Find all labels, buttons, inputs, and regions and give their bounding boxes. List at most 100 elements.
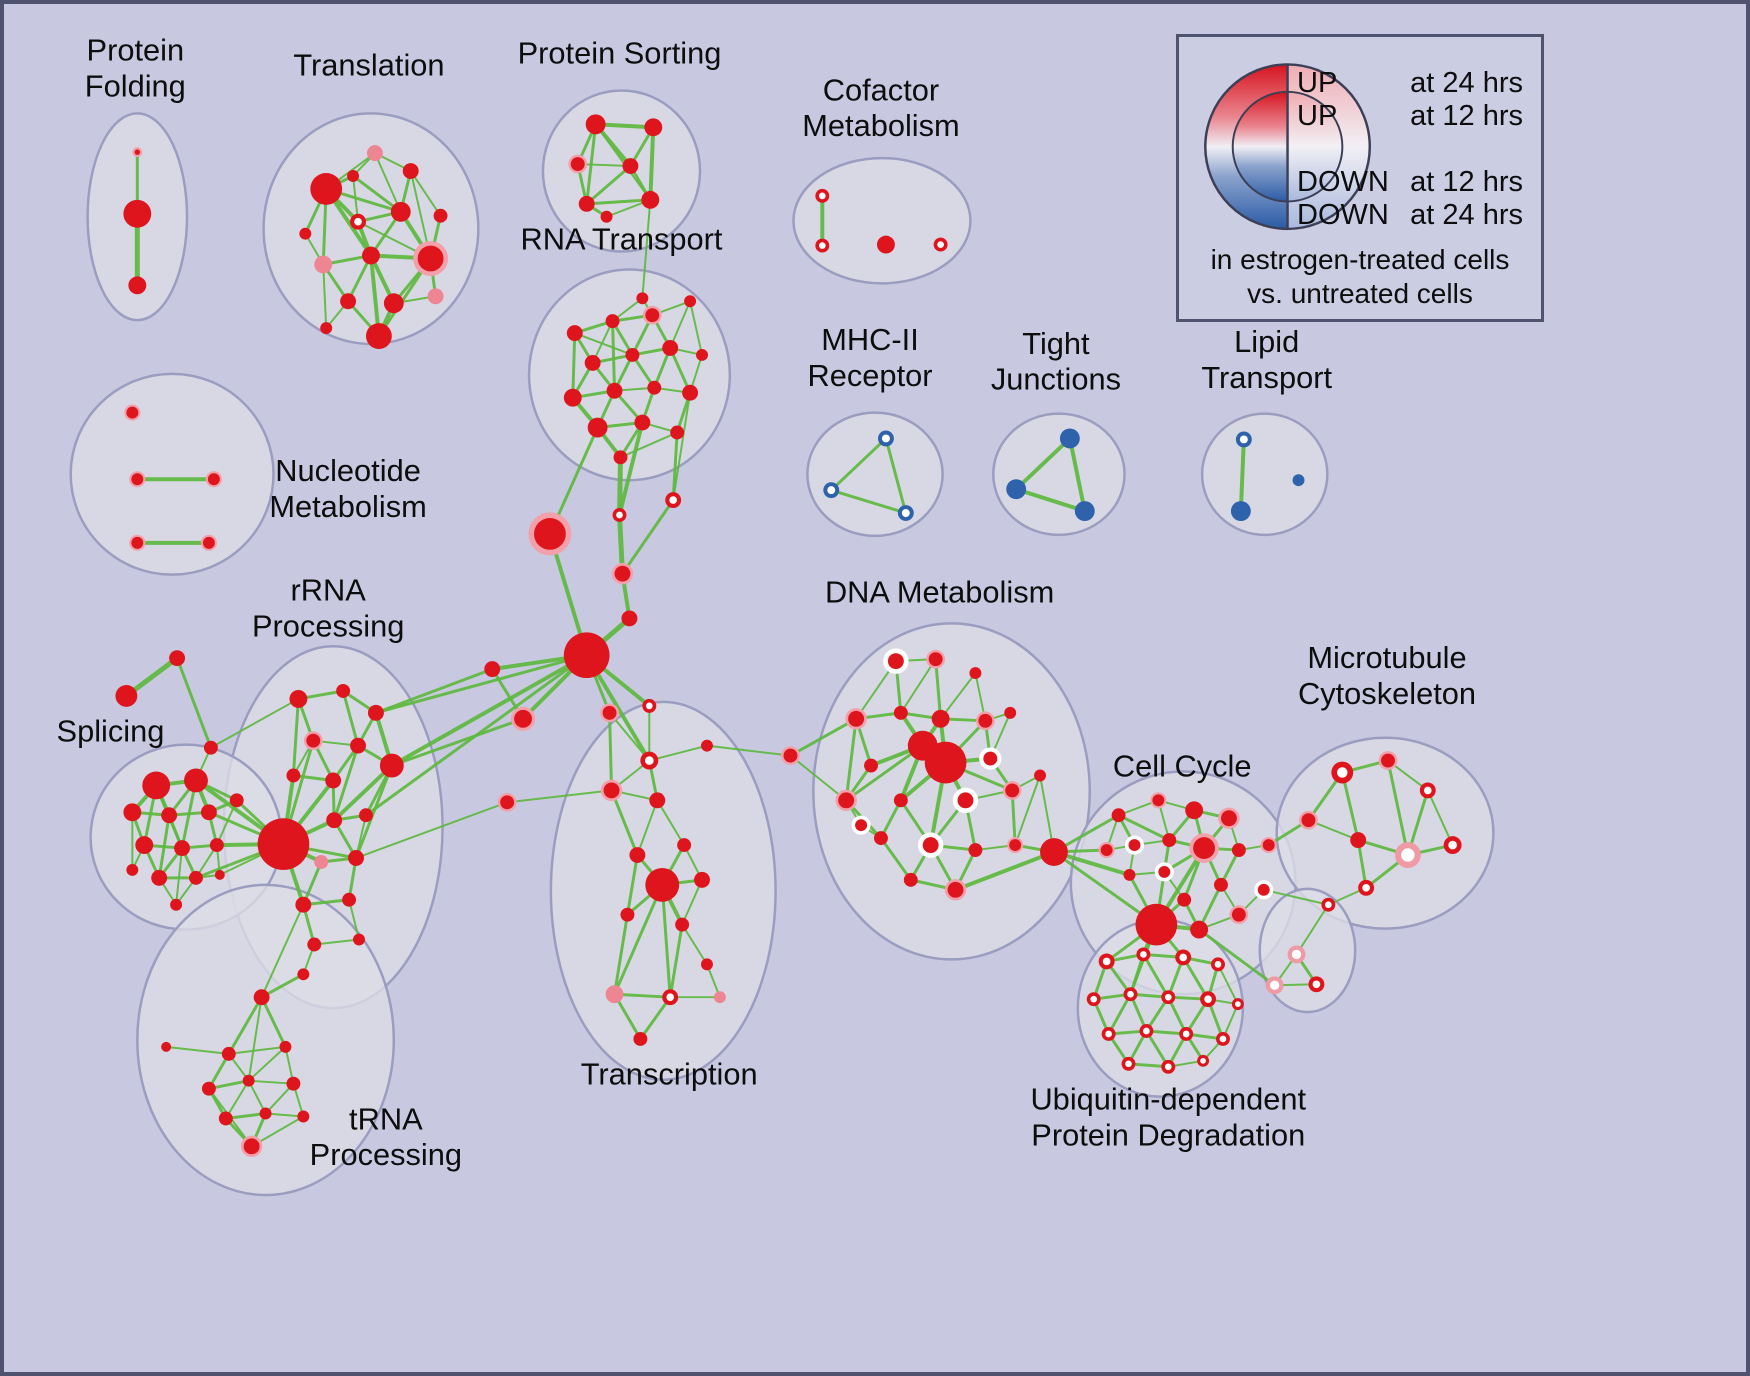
- network-node[interactable]: [218, 1111, 233, 1126]
- network-node[interactable]: [314, 855, 329, 869]
- network-node[interactable]: [289, 689, 308, 708]
- network-node[interactable]: [1381, 753, 1395, 768]
- network-node[interactable]: [299, 227, 312, 240]
- network-node[interactable]: [366, 145, 383, 162]
- network-node[interactable]: [1059, 428, 1080, 449]
- network-node[interactable]: [200, 804, 217, 821]
- network-node[interactable]: [621, 610, 638, 627]
- network-node[interactable]: [625, 347, 640, 362]
- network-node[interactable]: [189, 870, 203, 885]
- network-node[interactable]: [613, 450, 628, 465]
- network-node[interactable]: [126, 863, 139, 876]
- network-node[interactable]: [131, 473, 144, 486]
- network-node[interactable]: [566, 325, 583, 342]
- network-node[interactable]: [670, 425, 685, 440]
- network-node[interactable]: [170, 898, 183, 911]
- network-node[interactable]: [310, 173, 343, 205]
- network-node[interactable]: [893, 705, 908, 720]
- network-node[interactable]: [286, 768, 301, 783]
- network-node[interactable]: [855, 819, 868, 832]
- network-node[interactable]: [427, 288, 444, 305]
- network-node[interactable]: [379, 753, 404, 778]
- network-node[interactable]: [174, 840, 191, 857]
- network-node[interactable]: [207, 473, 220, 486]
- network-node[interactable]: [587, 417, 608, 438]
- network-node[interactable]: [677, 838, 692, 853]
- network-node[interactable]: [203, 740, 218, 755]
- network-node[interactable]: [1220, 810, 1237, 827]
- network-node[interactable]: [893, 793, 908, 808]
- network-node[interactable]: [353, 933, 365, 946]
- network-node[interactable]: [614, 565, 631, 582]
- network-node[interactable]: [578, 195, 595, 212]
- network-node[interactable]: [201, 1081, 216, 1096]
- network-node[interactable]: [585, 114, 606, 135]
- network-node[interactable]: [1193, 837, 1216, 859]
- network-node[interactable]: [694, 871, 710, 888]
- network-node[interactable]: [1350, 832, 1367, 849]
- network-node[interactable]: [931, 709, 950, 728]
- network-node[interactable]: [563, 388, 582, 407]
- network-node[interactable]: [115, 685, 138, 707]
- network-node[interactable]: [1135, 903, 1178, 946]
- network-node[interactable]: [417, 245, 444, 272]
- network-node[interactable]: [126, 406, 139, 419]
- network-node[interactable]: [662, 340, 679, 356]
- network-node[interactable]: [645, 308, 660, 323]
- network-node[interactable]: [484, 661, 501, 678]
- network-node[interactable]: [257, 818, 310, 870]
- network-node[interactable]: [602, 705, 617, 720]
- network-node[interactable]: [336, 684, 351, 698]
- network-node[interactable]: [514, 709, 533, 728]
- network-node[interactable]: [629, 847, 646, 863]
- network-node[interactable]: [347, 170, 360, 182]
- network-node[interactable]: [1123, 868, 1136, 881]
- network-node[interactable]: [340, 293, 357, 310]
- network-node[interactable]: [622, 158, 639, 175]
- network-node[interactable]: [876, 235, 895, 254]
- network-node[interactable]: [620, 907, 635, 922]
- network-node[interactable]: [320, 322, 333, 335]
- network-node[interactable]: [151, 869, 168, 886]
- network-node[interactable]: [242, 1074, 255, 1087]
- network-node[interactable]: [253, 989, 270, 1006]
- network-node[interactable]: [1111, 808, 1126, 823]
- network-node[interactable]: [1034, 769, 1046, 782]
- network-node[interactable]: [1292, 474, 1305, 487]
- network-node[interactable]: [348, 850, 364, 866]
- network-node[interactable]: [887, 653, 904, 670]
- network-node[interactable]: [131, 536, 144, 549]
- network-node[interactable]: [123, 803, 142, 822]
- network-node[interactable]: [500, 795, 515, 810]
- network-node[interactable]: [1231, 907, 1246, 922]
- network-node[interactable]: [314, 255, 333, 274]
- network-node[interactable]: [1231, 843, 1246, 858]
- network-node[interactable]: [645, 867, 680, 902]
- network-node[interactable]: [675, 917, 690, 932]
- network-node[interactable]: [128, 276, 147, 295]
- network-node[interactable]: [701, 739, 713, 752]
- network-node[interactable]: [978, 713, 993, 728]
- network-node[interactable]: [1152, 794, 1165, 807]
- network-node[interactable]: [1177, 892, 1192, 907]
- network-node[interactable]: [563, 632, 610, 679]
- network-node[interactable]: [928, 652, 943, 667]
- network-node[interactable]: [1185, 801, 1204, 820]
- network-node[interactable]: [286, 1076, 301, 1091]
- network-node[interactable]: [402, 163, 419, 179]
- network-node[interactable]: [365, 323, 392, 349]
- network-node[interactable]: [259, 1107, 272, 1120]
- network-node[interactable]: [214, 869, 225, 880]
- network-node[interactable]: [184, 768, 208, 793]
- network-node[interactable]: [783, 748, 798, 763]
- network-node[interactable]: [307, 937, 322, 952]
- network-node[interactable]: [1190, 920, 1209, 939]
- network-node[interactable]: [367, 704, 384, 721]
- network-node[interactable]: [641, 190, 660, 209]
- network-node[interactable]: [161, 1041, 172, 1052]
- network-node[interactable]: [1262, 839, 1275, 852]
- network-node[interactable]: [350, 737, 366, 754]
- network-node[interactable]: [600, 210, 613, 223]
- network-node[interactable]: [325, 772, 342, 789]
- network-node[interactable]: [696, 348, 708, 361]
